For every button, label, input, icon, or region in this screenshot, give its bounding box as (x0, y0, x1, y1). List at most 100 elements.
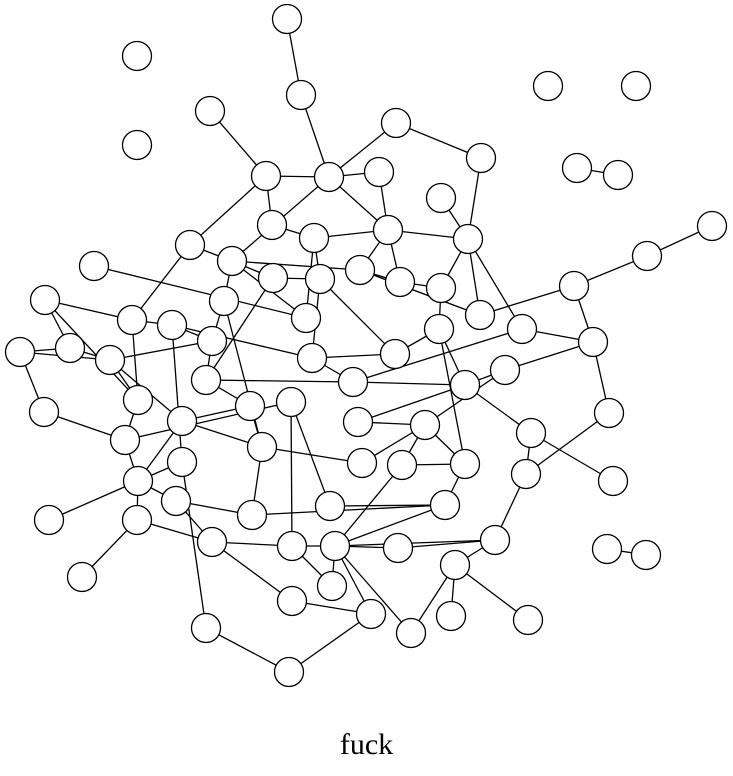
graph-edge (189, 175, 267, 246)
graph-node (515, 417, 547, 449)
graph-edge (44, 299, 139, 401)
graph-node (425, 182, 457, 214)
graph-edge (223, 300, 263, 448)
graph-node (423, 313, 455, 345)
graph-edge (467, 238, 523, 330)
graph-node (449, 369, 481, 401)
graph-edge (352, 381, 466, 386)
graph-edge (48, 480, 139, 521)
graph-node (409, 409, 441, 441)
graph-edge (334, 539, 496, 547)
graph-node (344, 254, 376, 286)
graph-node (194, 95, 226, 127)
graph-node (276, 530, 308, 562)
graph-node (122, 465, 154, 497)
graph-edge (397, 539, 496, 549)
graph-node (54, 332, 86, 364)
graph-node (285, 79, 317, 111)
graph-node (429, 489, 461, 521)
graph-edge (359, 269, 481, 316)
graph-node (346, 447, 378, 479)
graph-node (190, 612, 222, 644)
graph-node (319, 530, 351, 562)
graph-edge (171, 324, 313, 359)
graph-node (216, 245, 248, 277)
graph-node (355, 598, 387, 630)
graph-edge (205, 379, 354, 383)
graph-node (314, 490, 346, 522)
graph-node (630, 539, 662, 571)
graph-node (273, 656, 305, 688)
graph-node (510, 458, 542, 490)
graph-node (208, 285, 240, 317)
graph-edge (211, 541, 293, 602)
graph-edge (205, 277, 274, 381)
graph-edge (290, 401, 293, 547)
graph-node (160, 485, 192, 517)
graph-node (313, 161, 345, 193)
graph-node (121, 504, 153, 536)
graph-node (174, 229, 206, 261)
graph-node (479, 524, 511, 556)
graph-node (290, 302, 322, 334)
graph-node (372, 214, 404, 246)
graph-node (196, 325, 228, 357)
graph-node (296, 342, 328, 374)
graph-edge (261, 446, 363, 464)
graph-node (271, 3, 303, 35)
graph-node (109, 424, 141, 456)
graph-node (597, 465, 629, 497)
graph-node (620, 70, 652, 102)
graph-edge (319, 278, 396, 355)
graph-node (558, 270, 590, 302)
graph-node (384, 266, 416, 298)
graph-edge (352, 328, 523, 383)
graph-node (425, 272, 457, 304)
graph-node (246, 431, 278, 463)
graph-node (593, 397, 625, 429)
graph-node (696, 210, 728, 242)
graph-node (33, 504, 65, 536)
graph-node (4, 336, 36, 368)
graph-node (395, 617, 427, 649)
graph-node (298, 222, 330, 254)
graph-node (561, 152, 593, 184)
graph-edge (479, 285, 575, 316)
graph-node (116, 304, 148, 336)
graph-edge (334, 545, 412, 634)
graph-edge (454, 564, 529, 621)
graph-node (28, 396, 60, 428)
graph-node (337, 366, 369, 398)
graph-node (439, 549, 471, 581)
graph-node (435, 600, 467, 632)
graph-node (156, 309, 188, 341)
graph-caption: fuck (339, 728, 394, 761)
graph-edge (251, 504, 446, 516)
graph-node (386, 449, 418, 481)
graph-edge (525, 412, 610, 475)
graph-edge (231, 260, 361, 271)
graph-node (276, 585, 308, 617)
graph-node (257, 262, 289, 294)
graph-node (78, 250, 110, 282)
graph-node (121, 40, 153, 72)
graph-node (304, 263, 336, 295)
graph-node (342, 406, 374, 438)
graph-edge (395, 122, 482, 159)
graph-edge (334, 504, 446, 547)
graph-node (275, 386, 307, 418)
graph-edge (93, 265, 307, 319)
graph-node (29, 284, 61, 316)
graph-node (380, 107, 412, 139)
graph-edge (530, 432, 614, 482)
graph-node (166, 405, 198, 437)
graph-edge (109, 340, 213, 361)
graph-edge (357, 384, 466, 423)
graph-node (94, 344, 126, 376)
graph-node (577, 326, 609, 358)
graph-node (236, 499, 268, 531)
graph-node (465, 142, 497, 174)
graph-edge (438, 328, 466, 465)
graph-node (316, 570, 348, 602)
